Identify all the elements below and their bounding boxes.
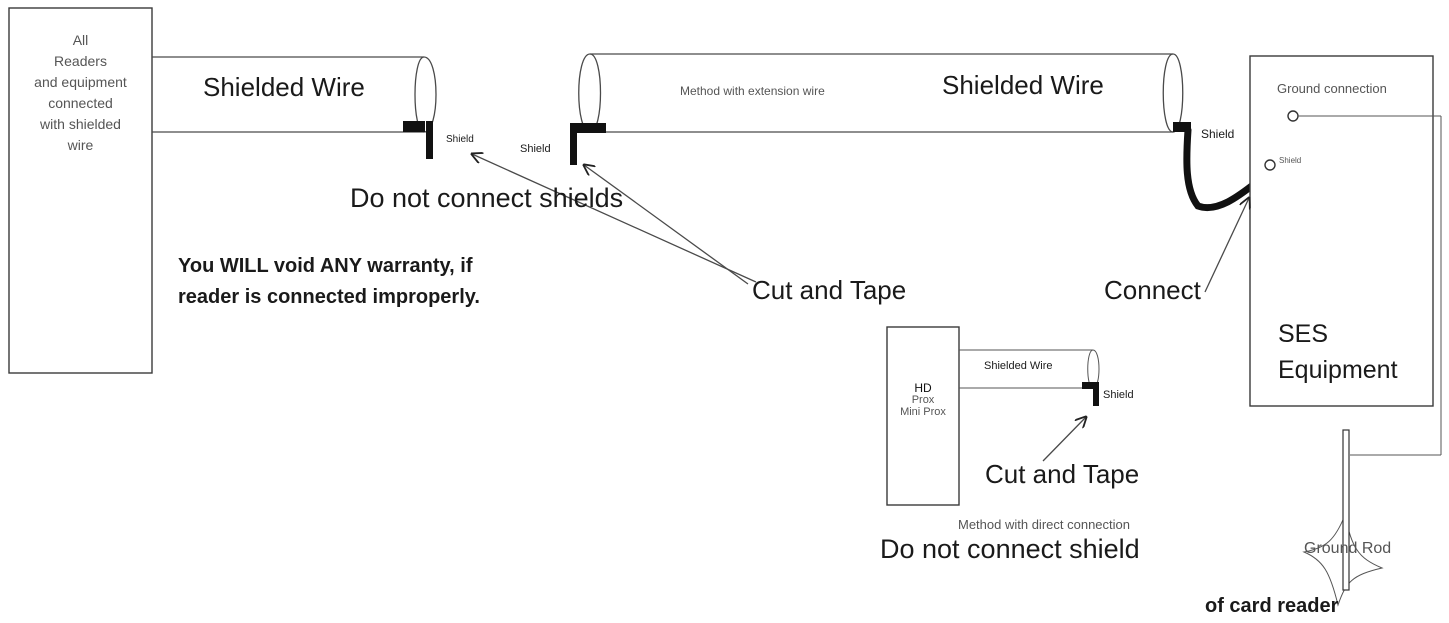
ses-equipment-box	[1249, 55, 1434, 407]
warranty-warning: You WILL void ANY warranty, if reader is…	[178, 251, 480, 313]
shield-terminal	[1264, 159, 1276, 171]
direct-shield-label: Shield	[1103, 389, 1134, 401]
reader-label-line: Prox	[911, 394, 935, 406]
warning-line: You WILL void ANY warranty, if	[178, 255, 473, 277]
do-not-connect-shield-note: Do not connect shield	[880, 534, 1140, 564]
shield-cut-extension-left	[570, 123, 606, 165]
main-shield-label: Shield	[446, 134, 474, 145]
arrow-to-ses-shield	[1204, 198, 1249, 293]
ground-terminal	[1287, 110, 1299, 122]
ses-title-line: Equipment	[1278, 356, 1398, 384]
ground-rod	[1302, 429, 1384, 607]
readers-label-line: and equipment	[34, 74, 127, 90]
readers-label-line: with shielded	[40, 116, 121, 132]
shield-cut-left	[403, 121, 433, 159]
arrow-to-extension-shield	[584, 165, 749, 285]
ses-shield-terminal-label: Shield	[1279, 156, 1302, 165]
do-not-connect-shields-note: Do not connect shields	[350, 183, 624, 213]
main-wire-label: Shielded Wire	[203, 72, 365, 102]
readers-label-line: connected	[48, 95, 113, 111]
shield-cut-direct	[1082, 382, 1099, 406]
extension-wire-label: Shielded Wire	[942, 70, 1104, 100]
ground-rod-label: Ground Rod	[1304, 540, 1392, 557]
direct-cut-and-tape: Cut and Tape	[985, 459, 1140, 489]
readers-label-line: Readers	[54, 53, 107, 69]
readers-box	[8, 7, 153, 374]
extension-method-label: Method with extension wire	[680, 84, 825, 98]
ses-equipment-title: SES Equipment	[1278, 316, 1398, 388]
extension-shield-right-label: Shield	[1201, 127, 1235, 141]
direct-method-label: Method with direct connection	[958, 517, 1130, 532]
reader-label-line: Mini Prox	[900, 406, 946, 418]
readers-box-label: All Readers and equipment connected with…	[9, 30, 152, 156]
shield-extension-right	[1173, 122, 1266, 212]
hd-prox-reader-label: HD Prox Mini Prox	[887, 382, 959, 418]
arrow-to-left-shield	[472, 154, 757, 283]
arrow-to-direct-shield	[1042, 417, 1086, 462]
ground-connection-label: Ground connection	[1277, 81, 1387, 96]
footer-fragment: of card reader	[1205, 595, 1339, 617]
readers-label-line: All	[72, 32, 89, 48]
readers-label-line: wire	[67, 137, 94, 153]
ground-wire	[1298, 115, 1442, 456]
direct-wire-label: Shielded Wire	[984, 360, 1053, 372]
cut-and-tape-callout: Cut and Tape	[752, 275, 907, 305]
warning-line: reader is connected improperly.	[178, 286, 480, 308]
reader-label-line: HD	[914, 381, 932, 395]
extension-shield-left-label: Shield	[520, 143, 551, 155]
ses-title-line: SES	[1278, 320, 1329, 348]
connect-callout: Connect	[1104, 275, 1201, 305]
main-shielded-wire	[152, 56, 437, 133]
hd-prox-reader-box	[886, 326, 960, 506]
